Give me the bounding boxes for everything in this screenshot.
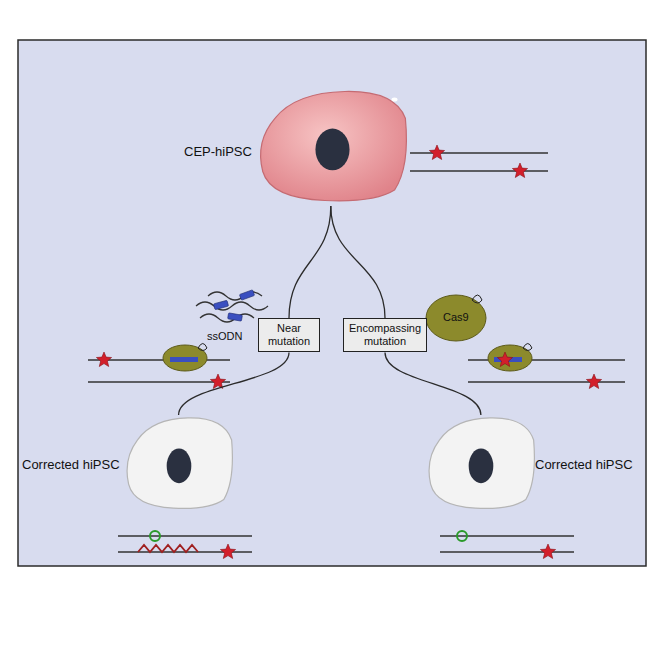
ssodn-homology bbox=[213, 290, 254, 321]
flow-line bbox=[385, 352, 481, 415]
flow-line bbox=[289, 206, 331, 318]
corrected-allele bbox=[150, 531, 467, 541]
cell-body bbox=[425, 415, 537, 511]
cell-node: Corrected hiPSC bbox=[425, 415, 640, 515]
cas9-complex bbox=[163, 295, 532, 371]
flow-line bbox=[331, 206, 385, 318]
mutation-star bbox=[429, 145, 444, 160]
mutation-star bbox=[96, 352, 111, 367]
cell-label: CEP-hiPSC bbox=[184, 144, 252, 159]
cell-label: Corrected hiPSC bbox=[22, 457, 120, 472]
box-label: Near mutation bbox=[263, 322, 315, 348]
oligo-label: ssODN bbox=[207, 330, 242, 342]
mutation-stars bbox=[96, 145, 601, 559]
cell-body bbox=[255, 88, 410, 204]
mutation-star bbox=[497, 352, 512, 367]
mutation-star bbox=[512, 163, 527, 178]
mutation-star bbox=[586, 374, 601, 389]
cell-node: CEP-hiPSC bbox=[180, 88, 412, 206]
cell-node: Corrected hiPSC bbox=[18, 415, 238, 515]
protein-label: Cas9 bbox=[443, 311, 469, 323]
mutation-star bbox=[540, 544, 555, 559]
indel-zigzag bbox=[138, 545, 198, 552]
dna-strands bbox=[88, 360, 625, 552]
process-box: Near mutation bbox=[258, 318, 320, 352]
flow-line bbox=[179, 352, 289, 415]
box-label: Encompassing mutation bbox=[348, 322, 422, 348]
cell-label: Corrected hiPSC bbox=[535, 457, 633, 472]
mutation-star bbox=[220, 544, 235, 559]
cell-body bbox=[123, 415, 235, 511]
process-box: Encompassing mutation bbox=[343, 318, 427, 352]
panel bbox=[18, 40, 646, 566]
